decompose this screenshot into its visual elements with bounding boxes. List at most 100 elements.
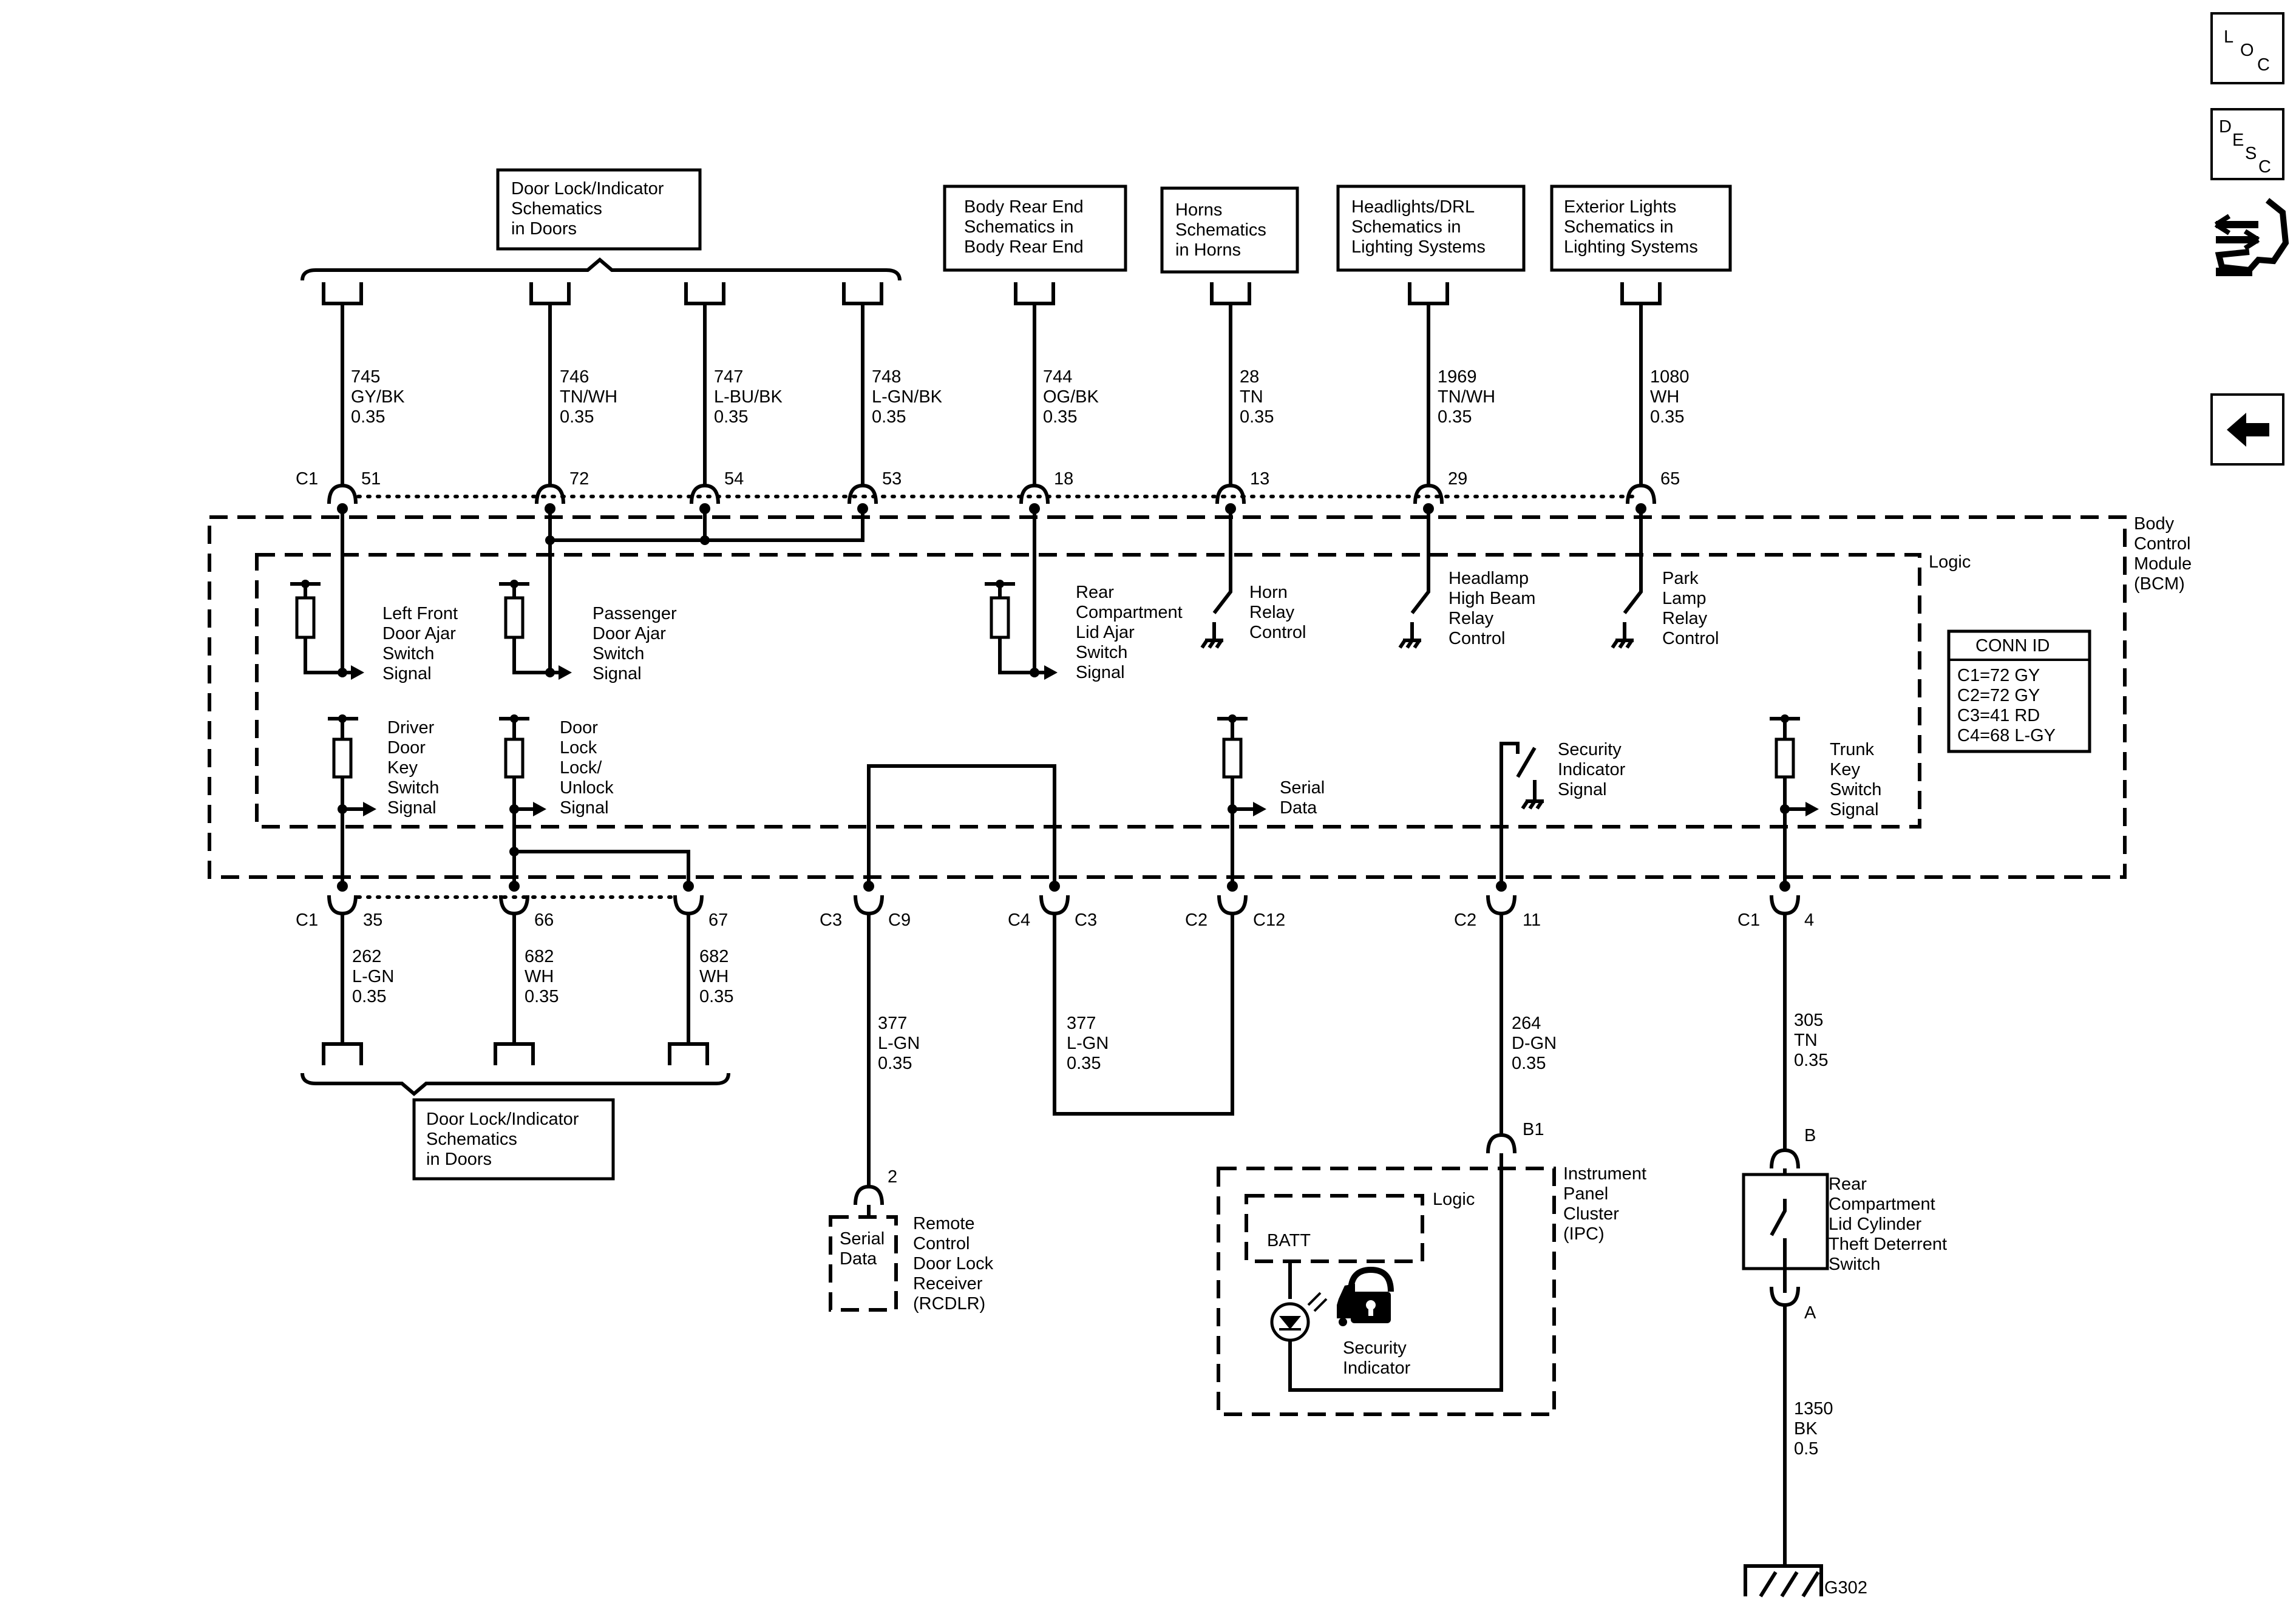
conn-id-table: CONN ID C1=72 GY C2=72 GY C3=41 RD C4=68… — [1947, 629, 2091, 753]
svg-text:Relay: Relay — [1662, 609, 1708, 628]
svg-text:Compartment: Compartment — [1076, 603, 1183, 622]
back-arrow-icon[interactable] — [2210, 393, 2284, 466]
svg-text:BK: BK — [1794, 1419, 1818, 1439]
svg-text:C1: C1 — [1737, 910, 1760, 930]
wire-label-264: 264 D-GN 0.35 — [1512, 1014, 1557, 1073]
svg-text:747: 747 — [714, 367, 743, 387]
wire-label-305: 305 TN 0.35 — [1794, 1011, 1828, 1070]
svg-text:Signal: Signal — [1830, 800, 1879, 819]
svg-text:13: 13 — [1250, 469, 1269, 489]
svg-text:C: C — [2257, 55, 2270, 75]
svg-text:Control: Control — [1662, 629, 1719, 648]
wire-label-28: 28 TN 0.35 — [1240, 367, 1274, 427]
svg-text:53: 53 — [882, 469, 902, 489]
horn-relay-circuit: Horn Relay Control — [1200, 509, 1306, 649]
svg-text:D: D — [2219, 117, 2232, 137]
svg-text:Schematics: Schematics — [511, 199, 602, 219]
connector-tool-icon[interactable] — [2214, 198, 2289, 276]
wire-label-747: 747 L-BU/BK 0.35 — [714, 367, 783, 427]
ground-g302: G302 — [1744, 1305, 1867, 1598]
svg-text:2: 2 — [888, 1167, 897, 1187]
lf-door-ajar-circuit: Left Front Door Ajar Switch Signal — [290, 580, 458, 683]
svg-text:Trunk: Trunk — [1830, 740, 1875, 759]
svg-text:Body Rear End: Body Rear End — [964, 197, 1084, 217]
svg-text:262: 262 — [352, 947, 381, 966]
svg-text:TN/WH: TN/WH — [1438, 387, 1495, 407]
wire-label-744: 744 OG/BK 0.35 — [1043, 367, 1099, 427]
ref-box-headlights[interactable]: Headlights/DRL Schematics in Lighting Sy… — [1336, 185, 1526, 272]
svg-text:Cluster: Cluster — [1563, 1204, 1619, 1224]
svg-text:Module: Module — [2134, 554, 2192, 574]
svg-text:High Beam: High Beam — [1449, 589, 1535, 608]
svg-text:Key: Key — [387, 758, 418, 778]
svg-text:Serial: Serial — [840, 1229, 885, 1249]
trunk-key-circuit: Trunk Key Switch Signal — [1770, 714, 1881, 889]
svg-text:28: 28 — [1240, 367, 1259, 387]
nav-desc-button[interactable]: D E S C — [2210, 108, 2284, 180]
svg-text:D-GN: D-GN — [1512, 1034, 1557, 1053]
svg-text:54: 54 — [724, 469, 744, 489]
svg-text:0.35: 0.35 — [714, 407, 748, 427]
svg-text:0.35: 0.35 — [872, 407, 906, 427]
bcm-label: Body Control Module (BCM) — [2134, 514, 2192, 594]
svg-text:Compartment: Compartment — [1829, 1195, 1935, 1214]
wire-label-682-a: 682 WH 0.35 — [525, 947, 559, 1006]
svg-text:Schematics: Schematics — [1175, 220, 1266, 240]
svg-text:WH: WH — [699, 967, 729, 986]
ref-box-horns[interactable]: Horns Schematics in Horns — [1160, 186, 1299, 274]
svg-text:682: 682 — [525, 947, 554, 966]
wire-label-1080: 1080 WH 0.35 — [1650, 367, 1690, 427]
svg-text:C4=68 L-GY: C4=68 L-GY — [1957, 726, 2056, 745]
top-connector-label: C1 — [296, 469, 318, 489]
security-led-icon — [1270, 1292, 1328, 1342]
wire-label-377-a: 377 L-GN 0.35 — [878, 1014, 920, 1073]
nav-loc-button[interactable]: L O C — [2210, 12, 2284, 84]
svg-text:Serial: Serial — [1280, 778, 1325, 798]
wire-label-745: 745 GY/BK 0.35 — [351, 367, 405, 427]
svg-text:O: O — [2240, 41, 2254, 60]
svg-text:Key: Key — [1830, 760, 1860, 779]
svg-text:Headlamp: Headlamp — [1449, 569, 1529, 588]
ref-box-body-rear-end[interactable]: Body Rear End Schematics in Body Rear En… — [943, 185, 1127, 272]
svg-text:Control: Control — [913, 1234, 970, 1253]
svg-text:WH: WH — [1650, 387, 1679, 407]
svg-text:Data: Data — [840, 1249, 877, 1269]
svg-text:C3: C3 — [820, 910, 842, 930]
svg-text:Unlock: Unlock — [560, 778, 614, 798]
svg-text:Door Lock: Door Lock — [913, 1254, 994, 1273]
ref-box-door-lock-bottom[interactable]: Door Lock/Indicator Schematics in Doors — [412, 1098, 615, 1181]
svg-text:Door Ajar: Door Ajar — [593, 624, 666, 643]
svg-text:Lid Ajar: Lid Ajar — [1076, 623, 1135, 642]
svg-text:C: C — [2258, 157, 2271, 177]
svg-text:Lid Cylinder: Lid Cylinder — [1829, 1215, 1921, 1234]
svg-text:C12: C12 — [1253, 910, 1285, 930]
svg-text:C2: C2 — [1454, 910, 1476, 930]
svg-text:Receiver: Receiver — [913, 1274, 983, 1293]
svg-text:C3=41 RD: C3=41 RD — [1957, 706, 2040, 725]
svg-text:C9: C9 — [888, 910, 911, 930]
svg-text:66: 66 — [534, 910, 554, 930]
svg-text:Door Ajar: Door Ajar — [382, 624, 456, 643]
svg-text:Switch: Switch — [593, 644, 644, 663]
svg-text:C2=72 GY: C2=72 GY — [1957, 686, 2040, 705]
svg-text:Security: Security — [1343, 1338, 1407, 1358]
svg-text:Door: Door — [560, 718, 598, 737]
svg-text:0.35: 0.35 — [1438, 407, 1472, 427]
svg-text:1080: 1080 — [1650, 367, 1690, 387]
ref-box-exterior-lights[interactable]: Exterior Lights Schematics in Lighting S… — [1550, 185, 1732, 272]
svg-text:Remote: Remote — [913, 1214, 975, 1233]
wire-label-1350: 1350 BK 0.5 — [1794, 1399, 1833, 1459]
ref-box-door-lock-top[interactable]: Door Lock/Indicator Schematics in Doors — [496, 168, 702, 251]
svg-text:1350: 1350 — [1794, 1399, 1833, 1419]
svg-text:Relay: Relay — [1449, 609, 1494, 628]
svg-text:Body: Body — [2134, 514, 2175, 534]
wire-label-746: 746 TN/WH 0.35 — [560, 367, 617, 427]
svg-text:Security: Security — [1558, 740, 1622, 759]
svg-text:Park: Park — [1662, 569, 1699, 588]
svg-text:Switch: Switch — [382, 644, 434, 663]
svg-text:L-BU/BK: L-BU/BK — [714, 387, 783, 407]
svg-text:0.35: 0.35 — [560, 407, 594, 427]
svg-text:0.35: 0.35 — [699, 987, 733, 1006]
svg-text:C4: C4 — [1008, 910, 1030, 930]
svg-text:in Doors: in Doors — [511, 219, 577, 239]
